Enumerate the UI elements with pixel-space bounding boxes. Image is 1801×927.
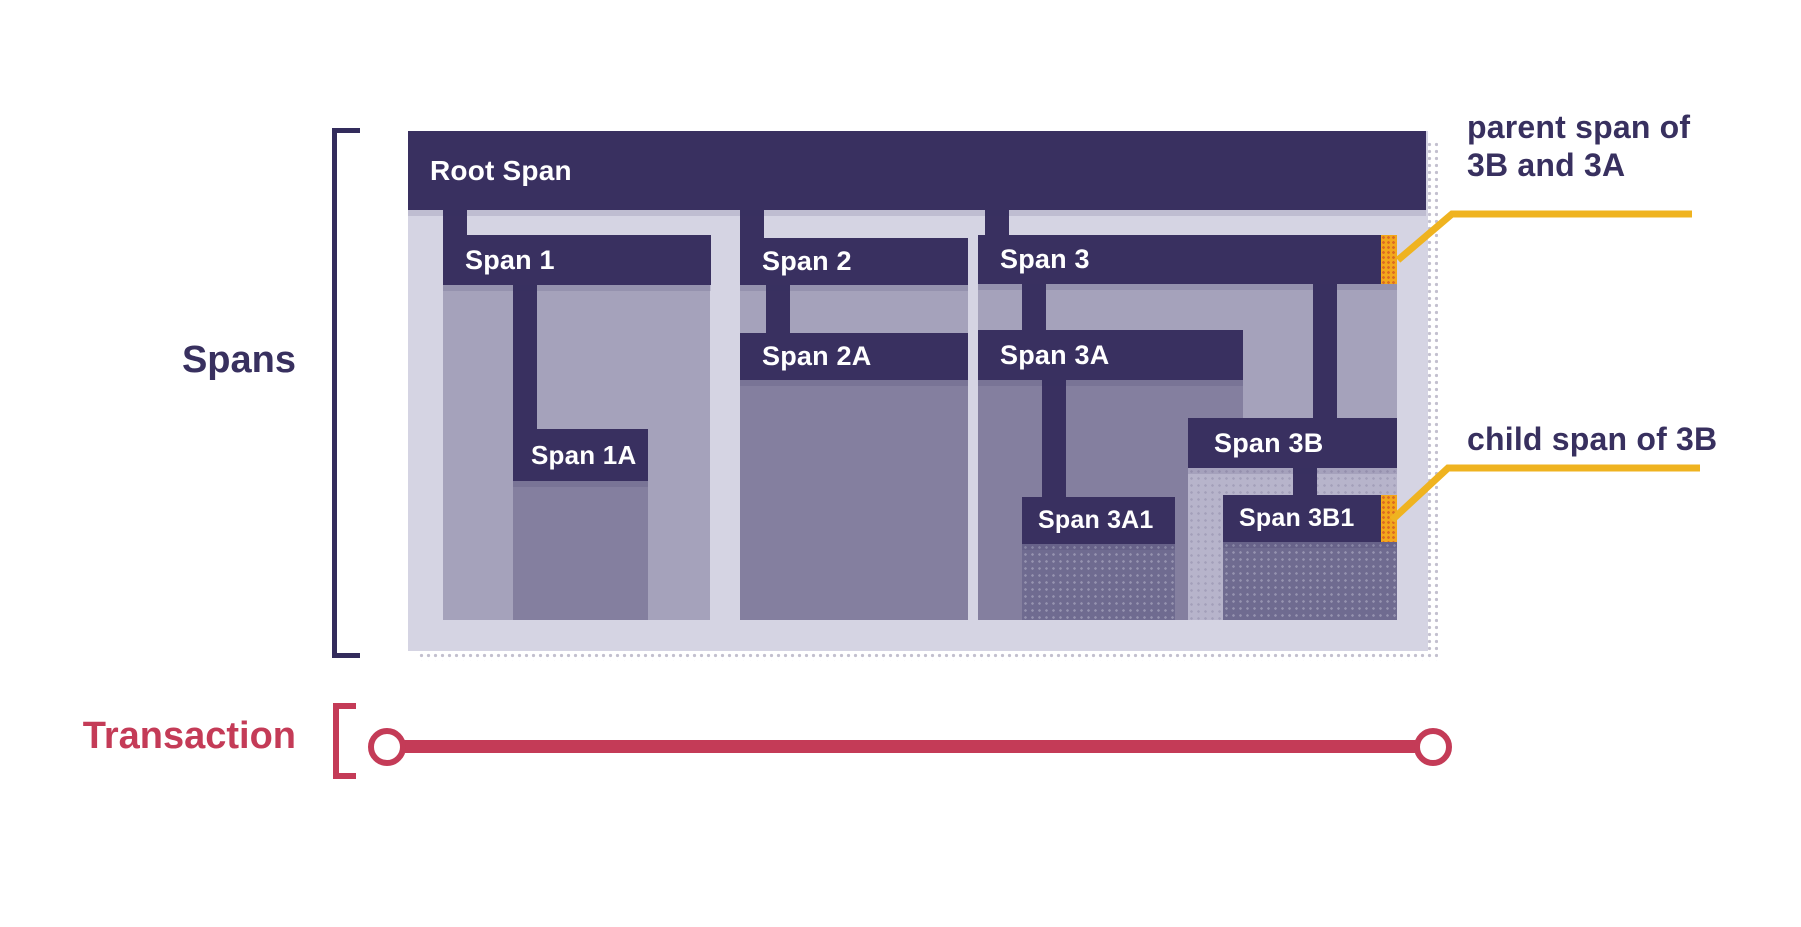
- connector-span2-to-span2a: [766, 283, 790, 335]
- span2a-bar: Span 2A: [740, 333, 968, 380]
- root-span-bar: Root Span: [408, 131, 1426, 210]
- span3b1-bar: Span 3B1: [1223, 495, 1397, 542]
- span1a-bar: Span 1A: [513, 429, 648, 481]
- span3b1-child-marker: [1381, 495, 1397, 542]
- child-span-annotation: child span of 3B: [1467, 421, 1718, 457]
- span3-parent-marker: [1381, 235, 1397, 284]
- connector-root-to-span1: [443, 210, 467, 236]
- span2a-label: Span 2A: [762, 341, 872, 371]
- span3-bar: Span 3: [978, 235, 1397, 284]
- transaction-timeline: [398, 740, 1416, 753]
- span3a1-duration-region: [1022, 544, 1175, 620]
- parent-annotation-line1: parent span of: [1467, 109, 1691, 145]
- connector-span3a-to-span3a1: [1042, 380, 1066, 499]
- root-span-label: Root Span: [430, 154, 572, 186]
- connector-span3-to-span3b: [1313, 284, 1337, 420]
- span3-label: Span 3: [1000, 244, 1090, 274]
- connector-span3b-to-span3b1: [1293, 468, 1317, 497]
- span3b-bar: Span 3B: [1188, 418, 1397, 468]
- span1-bar: Span 1: [443, 235, 711, 285]
- parent-callout-line: [1395, 210, 1692, 263]
- transaction-end-point: [1414, 728, 1452, 766]
- span3a-label: Span 3A: [1000, 339, 1110, 370]
- span2-bar: Span 2: [740, 238, 968, 285]
- transaction-start-point: [368, 728, 406, 766]
- span3a1-bar: Span 3A1: [1022, 497, 1175, 544]
- span1a-duration-region: [513, 481, 648, 620]
- parent-annotation-line2: 3B and 3A: [1467, 147, 1626, 183]
- span3a-bar: Span 3A: [978, 330, 1243, 380]
- spans-bracket: [332, 128, 360, 658]
- spans-section-label: Spans: [181, 339, 296, 381]
- span3b-label: Span 3B: [1214, 427, 1324, 458]
- span3b1-label: Span 3B1: [1239, 504, 1355, 532]
- connector-span1-to-span1a: [513, 285, 537, 431]
- parent-span-annotation: parent span of 3B and 3A: [1467, 108, 1690, 184]
- transaction-bracket: [333, 703, 356, 779]
- connector-span3-to-span3a: [1022, 284, 1046, 331]
- span2a-duration-region: [740, 380, 968, 620]
- connector-root-to-span2: [740, 210, 764, 240]
- span2-label: Span 2: [762, 246, 852, 276]
- child-callout-line: [1389, 464, 1700, 523]
- transaction-section-label: Transaction: [82, 715, 296, 757]
- connector-root-to-span3: [985, 210, 1009, 236]
- span3b1-duration-region: [1223, 542, 1397, 620]
- span1a-label: Span 1A: [531, 439, 637, 470]
- span1-label: Span 1: [465, 244, 555, 275]
- span3a1-label: Span 3A1: [1038, 506, 1154, 534]
